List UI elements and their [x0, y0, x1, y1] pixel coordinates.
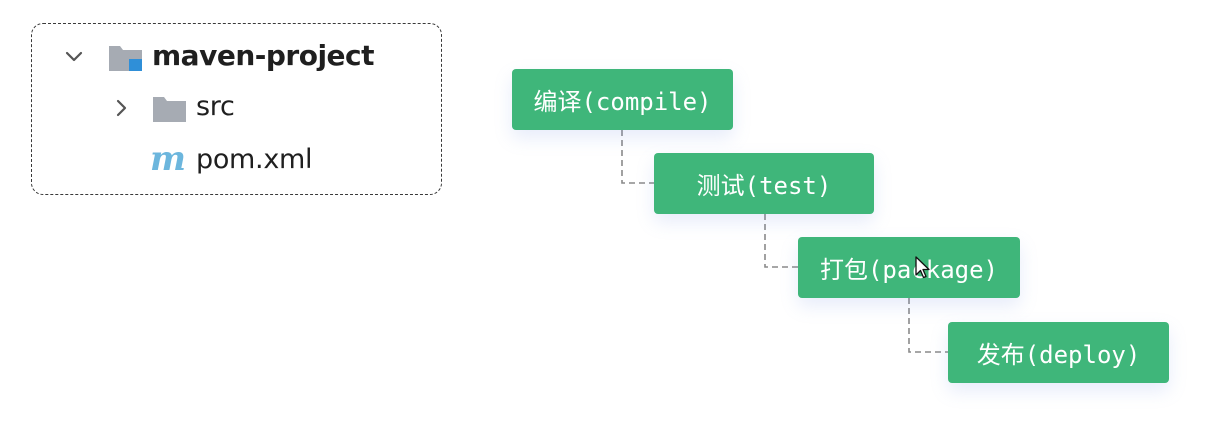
connector-test-package — [764, 214, 798, 268]
phase-compile: 编译(compile) — [512, 69, 733, 130]
phase-test: 测试(test) — [654, 153, 874, 214]
phase-package-label: 打包(package) — [819, 256, 999, 284]
project-tree-panel: maven-project src m pom.xml — [31, 23, 442, 195]
mouse-cursor-icon — [915, 256, 930, 279]
phase-compile-label: 编译(compile) — [533, 88, 712, 116]
tree-row-maven-project[interactable]: maven-project — [32, 37, 412, 77]
phase-test-label: 测试(test) — [696, 172, 832, 200]
connector-package-deploy — [908, 298, 948, 353]
tree-label-pom-xml: pom.xml — [196, 144, 313, 175]
chevron-right-icon[interactable] — [110, 96, 134, 120]
maven-file-icon: m — [150, 139, 186, 179]
tree-row-src[interactable]: src — [32, 88, 332, 128]
chevron-down-icon[interactable] — [62, 45, 86, 69]
folder-icon — [153, 97, 186, 122]
phase-deploy: 发布(deploy) — [948, 322, 1169, 383]
phase-deploy-label: 发布(deploy) — [976, 341, 1141, 369]
tree-row-pom-xml[interactable]: m pom.xml — [32, 142, 352, 182]
module-folder-icon — [109, 46, 142, 71]
tree-label-maven-project: maven-project — [152, 39, 375, 72]
phase-package: 打包(package) — [798, 237, 1020, 298]
connector-compile-test — [621, 130, 654, 184]
tree-label-src: src — [196, 91, 235, 122]
